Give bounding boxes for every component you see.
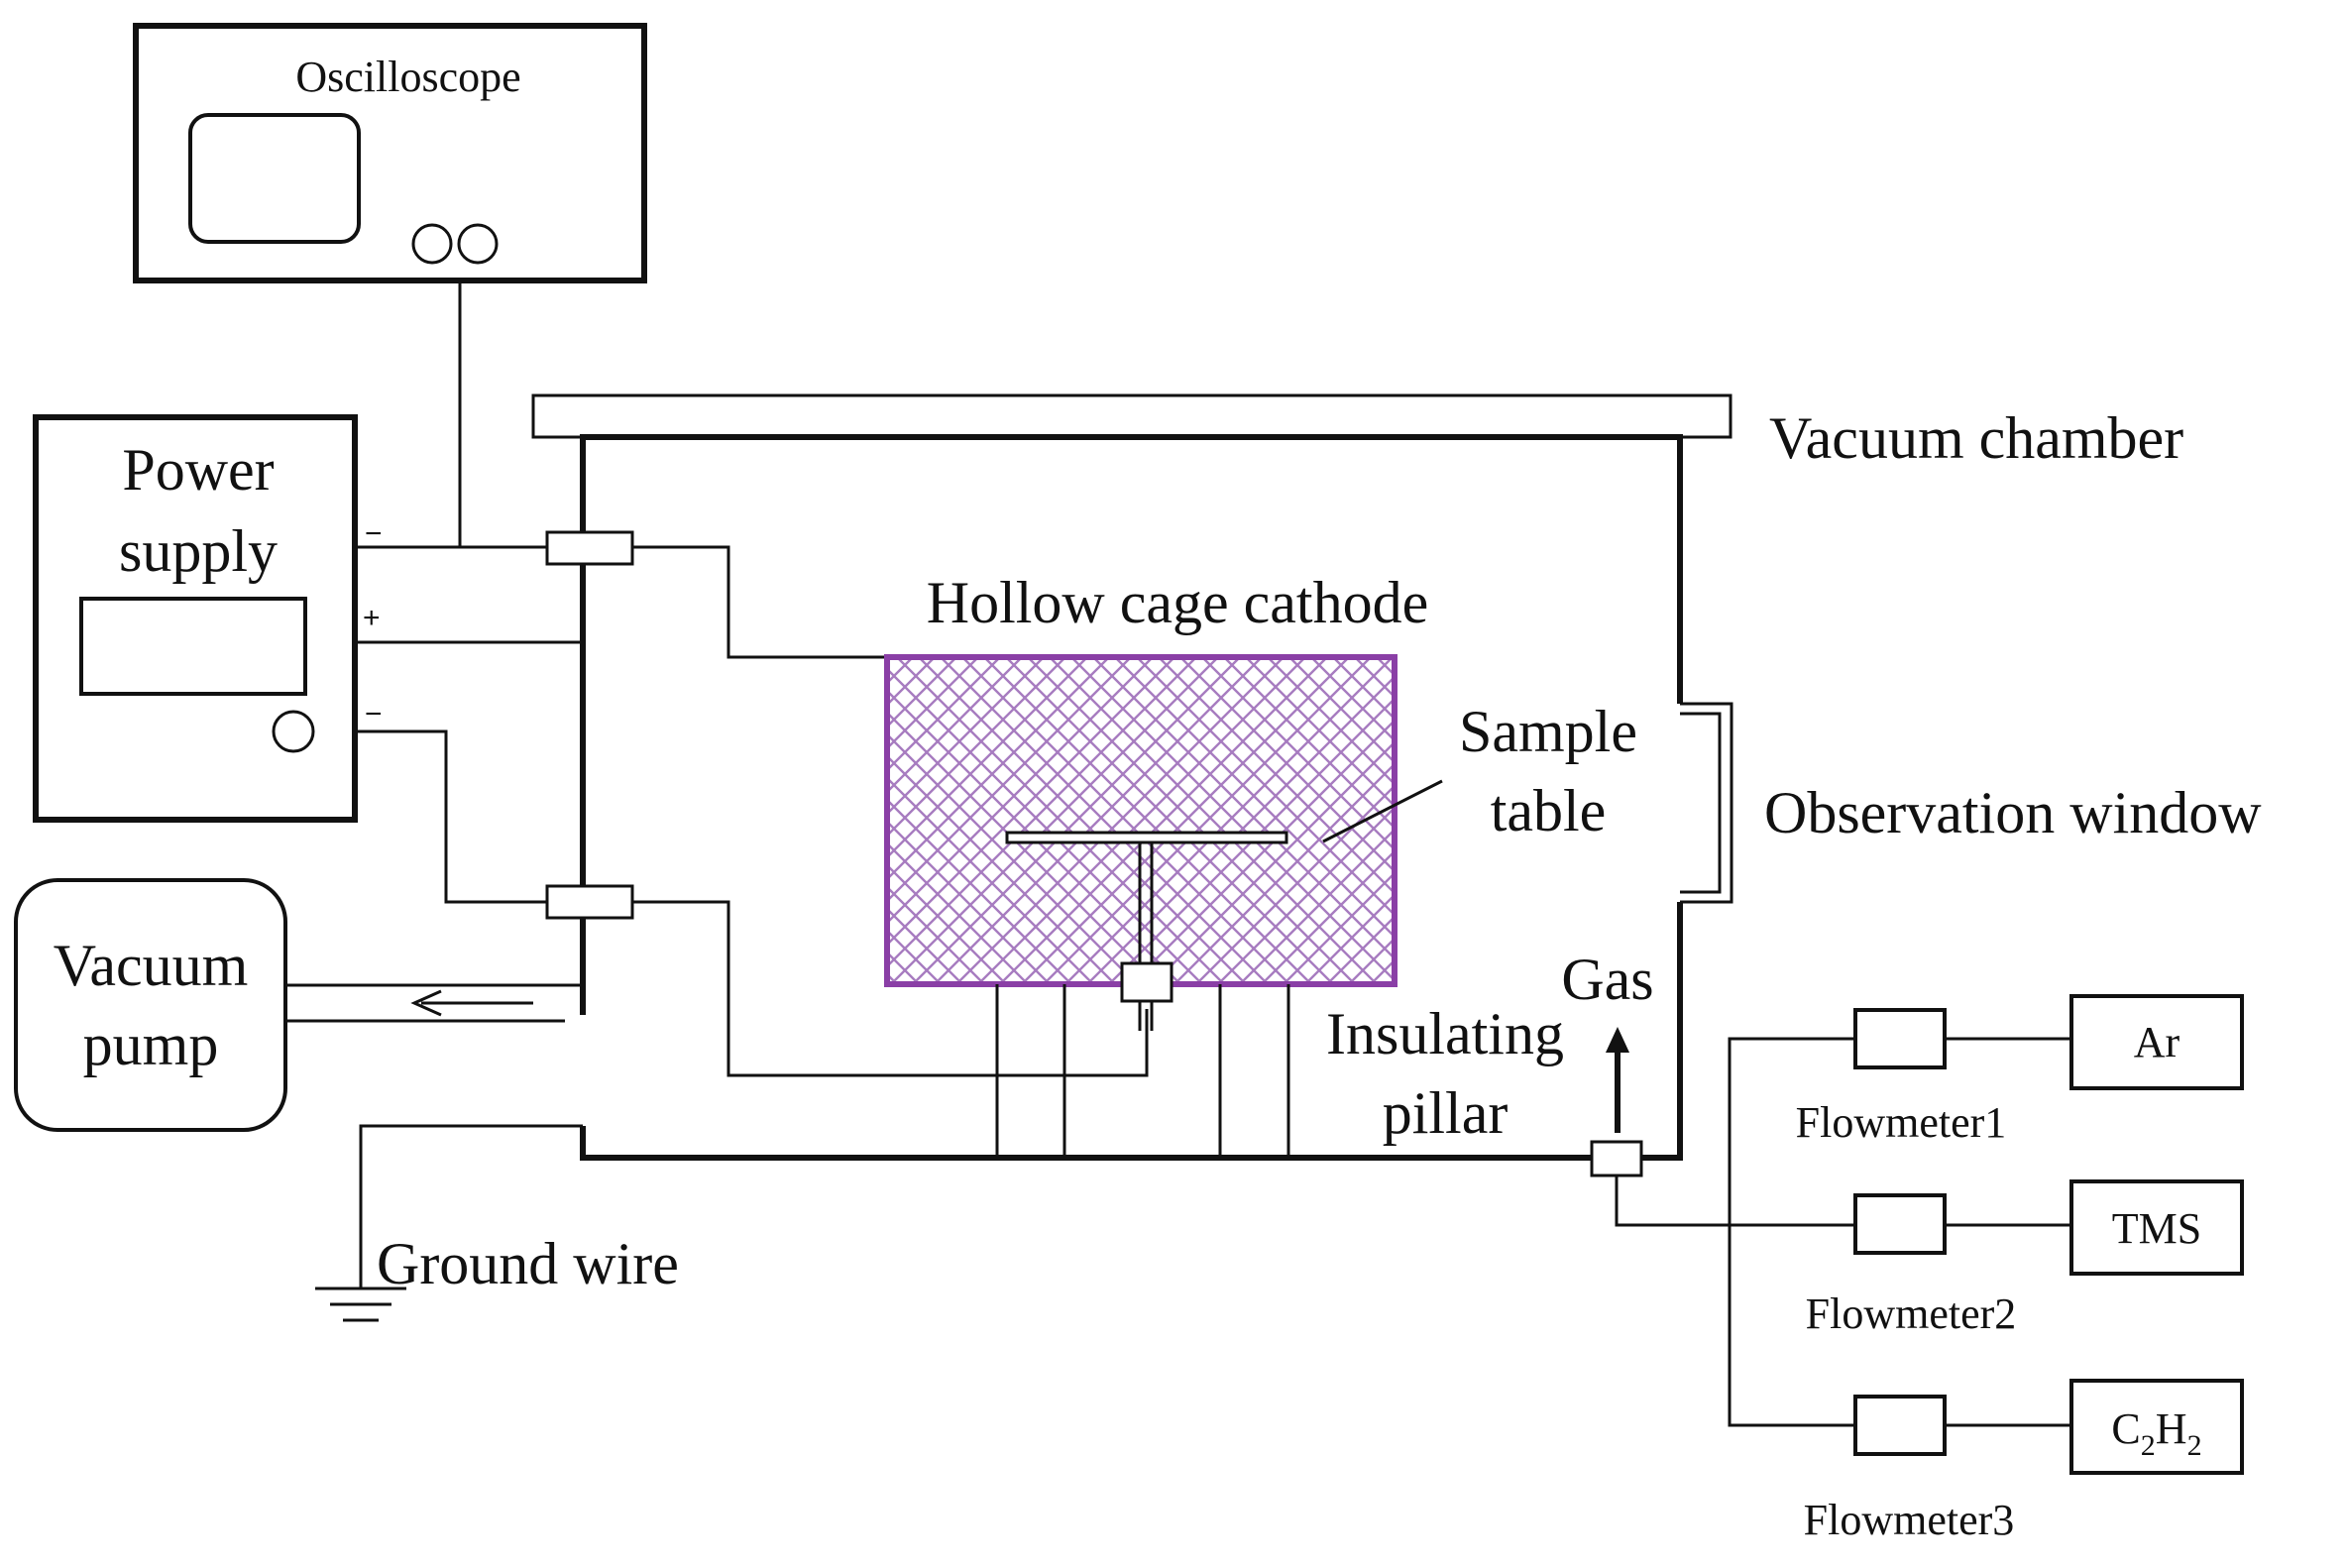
flowmeter-1-label: Flowmeter1 [1796, 1098, 2007, 1147]
gas-source-c2h2 [2069, 1379, 2244, 1475]
vacuum-pump-label-line1: Vacuum [54, 933, 249, 998]
power-supply: Power supply − + − [33, 414, 383, 823]
gas-manifold [1615, 1037, 2071, 1427]
oscilloscope-screen [188, 113, 361, 244]
insulating-pillars [995, 984, 1290, 1158]
gas-source-tms [2069, 1179, 2244, 1276]
power-wiring [355, 545, 1149, 1077]
flowmeter-3 [1853, 1395, 1947, 1456]
pump-duct [285, 983, 583, 1023]
gas-label: Gas [1561, 947, 1653, 1012]
gas-source-ar [2069, 994, 2244, 1090]
chamber-lid [531, 393, 1732, 439]
sample-table-label-line2: table [1491, 778, 1607, 843]
negative-terminal-bottom: − [365, 698, 383, 730]
ground-wire [315, 1124, 583, 1322]
flowmeter-2 [1853, 1193, 1947, 1255]
ground-wire-label: Ground wire [377, 1231, 679, 1296]
vacuum-chamber-label: Vacuum chamber [1769, 405, 2183, 471]
oscilloscope-knob-left [411, 223, 453, 265]
flowmeter-1 [1853, 1008, 1947, 1069]
sample-table-label-line1: Sample [1459, 699, 1637, 764]
insulating-pillar-label-line1: Insulating [1326, 1001, 1564, 1066]
power-supply-display [79, 597, 307, 696]
negative-terminal-top: − [365, 517, 383, 550]
feedthrough-top [545, 530, 634, 566]
positive-terminal: + [363, 602, 381, 634]
flowmeter-2-label: Flowmeter2 [1806, 1289, 2017, 1338]
flowmeter-3-label: Flowmeter3 [1804, 1496, 2015, 1544]
gas-source-tms-label: TMS [2112, 1204, 2201, 1253]
gas-inlet-port [1590, 1140, 1643, 1177]
gas-arrow [1606, 1027, 1629, 1133]
power-supply-label-line2: supply [119, 518, 278, 584]
sample-table-leader [1322, 779, 1443, 843]
hollow-cage-cathode-label: Hollow cage cathode [927, 570, 1428, 635]
feedthrough-bottom [545, 884, 634, 920]
vacuum-pump-label-line2: pump [83, 1012, 219, 1077]
gas-source-ar-label: Ar [2134, 1018, 2180, 1066]
vacuum-chamber [531, 393, 1733, 1161]
oscilloscope: Oscilloscope [133, 23, 647, 283]
insulating-pillar-label-line2: pillar [1383, 1080, 1509, 1146]
power-supply-knob [272, 710, 315, 753]
gas-source-c2h2-label: C2H2 [2111, 1404, 2201, 1462]
vacuum-pump: Vacuum pump [14, 878, 287, 1132]
power-supply-label-line1: Power [122, 437, 274, 503]
oscilloscope-label: Oscilloscope [295, 53, 520, 101]
oscilloscope-knob-right [457, 223, 499, 265]
sample-table [1005, 831, 1288, 1031]
observation-window-label: Observation window [1764, 780, 2262, 845]
